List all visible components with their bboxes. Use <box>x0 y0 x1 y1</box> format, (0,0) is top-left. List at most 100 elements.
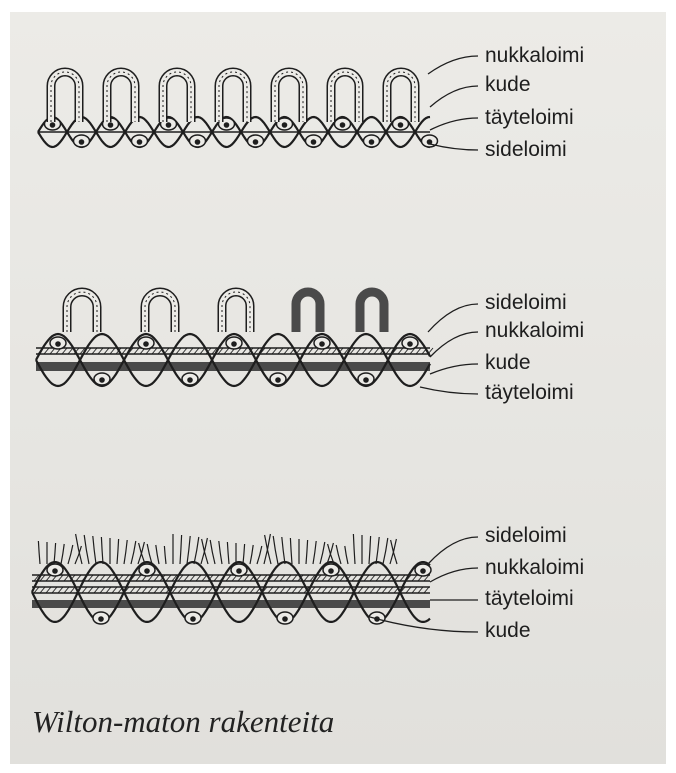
pile-warp-layer <box>154 575 159 581</box>
cut-pile-tuft <box>93 536 96 564</box>
pile-warp-layer <box>44 348 49 354</box>
pile-warp-layer <box>352 575 357 581</box>
weft-core <box>363 377 369 383</box>
weft-core <box>236 568 242 574</box>
pile-warp-layer <box>106 575 111 581</box>
pile-warp-layer <box>190 575 195 581</box>
label-tayteloimi: täyteloimi <box>485 588 574 610</box>
pile-warp-layer <box>208 587 213 593</box>
cut-pile-tuft <box>383 538 388 564</box>
pile-warp-layer <box>196 587 201 593</box>
pile-warp-layer <box>268 587 273 593</box>
label-leader-line <box>430 364 478 374</box>
figure-caption: Wilton-maton rakenteita <box>32 704 334 740</box>
cut-pile-tuft <box>164 546 166 564</box>
pile-warp-layer <box>122 348 127 354</box>
pile-warp-layer <box>292 587 297 593</box>
cut-pile-tuft <box>313 541 316 564</box>
pile-warp-layer <box>136 575 141 581</box>
pile-warp-layer <box>134 348 139 354</box>
pile-warp-layer <box>184 587 189 593</box>
pile-warp-layer <box>340 587 345 593</box>
cut-pile-tuft <box>84 535 89 564</box>
pile-warp-layer <box>244 575 249 581</box>
cut-pile-tuft <box>353 534 355 564</box>
pile-warp-layer <box>362 348 367 354</box>
label-tayteloimi: täyteloimi <box>485 107 574 129</box>
pile-warp-layer <box>88 587 93 593</box>
pile-warp-layer <box>110 348 115 354</box>
pile-warp-layer <box>376 587 381 593</box>
pile-warp-layer <box>286 575 291 581</box>
pile-warp-layer <box>370 575 375 581</box>
cut-pile-tuft <box>187 536 190 564</box>
pile-warp-layer <box>100 575 105 581</box>
pile-warp-layer <box>46 587 51 593</box>
weft-core <box>137 139 143 145</box>
pile-warp-layer <box>166 575 171 581</box>
weft-core <box>195 139 201 145</box>
pile-warp-layer <box>188 348 193 354</box>
pile-warp-layer <box>274 587 279 593</box>
pile-warp-layer <box>152 348 157 354</box>
cut-pile-tuft <box>101 537 103 564</box>
pile-warp-layer <box>382 587 387 593</box>
pile-warp-layer <box>334 587 339 593</box>
weft-core <box>253 139 259 145</box>
label-kude: kude <box>485 74 531 96</box>
pile-warp-layer <box>412 575 417 581</box>
pile-warp-layer <box>46 575 51 581</box>
pile-warp-layer <box>274 575 279 581</box>
pile-warp-layer <box>400 575 405 581</box>
pile-warp-layer <box>316 587 321 593</box>
pile-warp-layer <box>358 587 363 593</box>
pile-warp-layer <box>62 348 67 354</box>
pile-warp-layer <box>304 575 309 581</box>
label-leader-line <box>430 332 478 357</box>
pile-warp-layer <box>398 348 403 354</box>
pile-warp-layer <box>100 587 105 593</box>
cut-pile-tuft <box>124 540 127 564</box>
cut-pile-tuft <box>68 545 73 564</box>
label-leader-line <box>370 617 478 632</box>
label-nukkaloimi: nukkaloimi <box>485 320 584 342</box>
weft-core <box>50 122 56 128</box>
label-leader-line <box>430 568 478 582</box>
pile-warp-layer <box>280 575 285 581</box>
weft-core <box>98 616 104 622</box>
book-page: nukkaloimi kude täyteloimi sideloimi sid… <box>10 12 666 764</box>
pile-warp-layer <box>326 348 331 354</box>
weft-core <box>420 568 426 574</box>
cut-pile-tuft <box>131 541 136 564</box>
dark-pile-loop <box>360 292 384 332</box>
pile-warp-layer <box>388 587 393 593</box>
pile-warp-layer <box>254 348 259 354</box>
pile-warp-layer <box>184 575 189 581</box>
pile-warp-layer <box>424 587 429 593</box>
label-kude: kude <box>485 352 531 374</box>
weft-core <box>144 568 150 574</box>
pile-warp-layer <box>130 587 135 593</box>
pile-warp-layer <box>356 348 361 354</box>
cut-pile-tuft <box>369 536 371 564</box>
pile-warp-layer <box>370 587 375 593</box>
label-tayteloimi: täyteloimi <box>485 382 574 404</box>
pile-warp-layer <box>190 587 195 593</box>
pile-warp-layer <box>160 587 165 593</box>
label-nukkaloimi: nukkaloimi <box>485 45 584 67</box>
pile-warp-layer <box>82 587 87 593</box>
pile-warp-layer <box>322 575 327 581</box>
pile-warp-layer <box>286 587 291 593</box>
label-leader-line <box>430 86 478 107</box>
cut-pile-tuft <box>227 542 229 564</box>
pile-warp-layer <box>70 587 75 593</box>
pile-warp-layer <box>382 575 387 581</box>
weft-core <box>407 341 413 347</box>
pile-warp-layer <box>346 587 351 593</box>
pile-warp-layer <box>76 575 81 581</box>
pile-warp-layer <box>368 348 373 354</box>
label-leader-line <box>430 118 478 130</box>
pile-warp-layer <box>364 587 369 593</box>
pile-warp-layer <box>280 587 285 593</box>
pile-warp-layer <box>200 348 205 354</box>
